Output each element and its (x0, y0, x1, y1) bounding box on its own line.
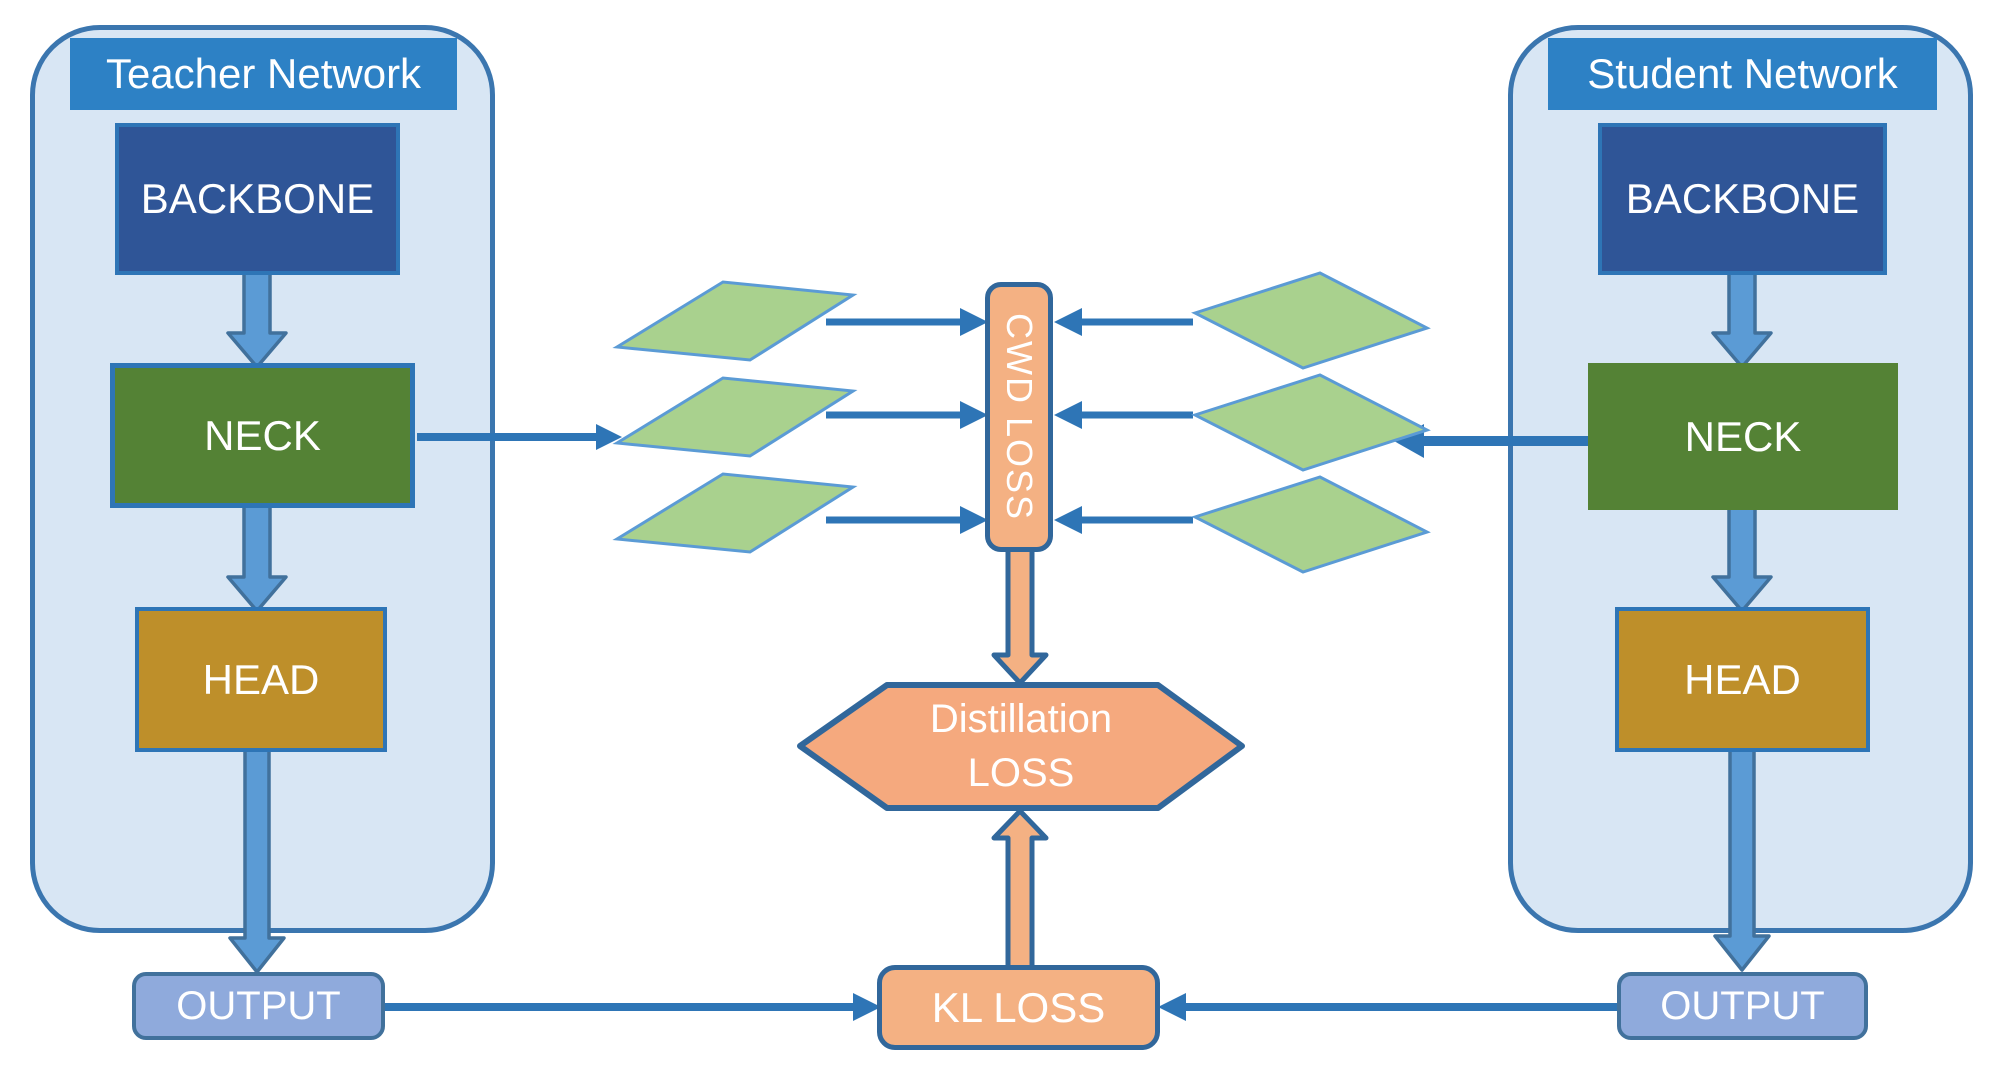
student-backbone-box: BACKBONE (1598, 123, 1887, 275)
arrowhead-teacher-neck (596, 424, 622, 450)
teacher-head-label: HEAD (202, 655, 320, 703)
arrow-teacher-backbone-to-neck (226, 270, 288, 369)
arrowhead-student-feature1 (1054, 308, 1082, 336)
teacher-backbone-label: BACKBONE (140, 175, 375, 222)
student-feature-map-parallelogram-3 (1191, 475, 1431, 574)
arrow-kl-to-distillation (991, 808, 1049, 971)
distillation-loss-line2: LOSS (967, 751, 1075, 795)
distillation-loss-line1: Distillation (929, 697, 1113, 741)
arrowhead-student-feature3 (1054, 506, 1082, 534)
student-neck-box: NECK (1588, 363, 1898, 510)
kl-loss-box: KL LOSS (877, 965, 1160, 1050)
teacher-output-label: OUTPUT (176, 983, 341, 1028)
arrowhead-student-feature2 (1054, 401, 1082, 429)
teacher-feature-map-parallelogram-1 (612, 280, 858, 362)
arrowhead-teacher-feature1 (960, 308, 988, 336)
arrow-teacher-neck-to-head (226, 503, 288, 613)
arrow-student-backbone-to-neck (1711, 270, 1773, 369)
cwd-loss-label: CWD LOSS (999, 312, 1040, 522)
arrow-student-neck-to-head (1711, 505, 1773, 613)
student-network-title: Student Network (1548, 38, 1937, 110)
teacher-feature-map-parallelogram-2 (612, 376, 858, 458)
teacher-network-title-label: Teacher Network (105, 50, 422, 97)
student-output-box: OUTPUT (1617, 972, 1868, 1040)
arrowhead-teacher-feature3 (960, 506, 988, 534)
distillation-loss-label: Distillation LOSS (821, 690, 1221, 802)
teacher-neck-label: NECK (204, 411, 321, 459)
teacher-head-box: HEAD (135, 607, 387, 752)
arrow-student-head-to-output (1713, 747, 1771, 972)
kl-loss-label: KL LOSS (931, 983, 1106, 1031)
arrow-teacher-head-to-output (228, 747, 286, 974)
student-network-title-label: Student Network (1587, 50, 1898, 97)
student-output-label: OUTPUT (1660, 983, 1825, 1028)
teacher-neck-box: NECK (110, 363, 415, 508)
arrowhead-teacher-feature2 (960, 401, 988, 429)
student-feature-map-parallelogram-2 (1191, 373, 1431, 472)
teacher-network-title: Teacher Network (70, 38, 457, 110)
arrowhead-teacher-output (853, 993, 881, 1021)
arrowhead-student-output (1158, 993, 1186, 1021)
student-head-box: HEAD (1615, 607, 1870, 752)
arrow-cwd-to-distillation (991, 545, 1049, 686)
distillation-loss-hexagon (797, 682, 1245, 811)
teacher-output-box: OUTPUT (132, 972, 385, 1040)
student-head-label: HEAD (1684, 655, 1801, 703)
teacher-feature-map-parallelogram-3 (612, 472, 858, 554)
cwd-loss-box: CWD LOSS (985, 282, 1053, 552)
student-neck-label: NECK (1684, 412, 1802, 460)
teacher-backbone-box: BACKBONE (115, 123, 400, 275)
student-backbone-label: BACKBONE (1625, 175, 1860, 222)
student-feature-map-parallelogram-1 (1191, 271, 1431, 370)
